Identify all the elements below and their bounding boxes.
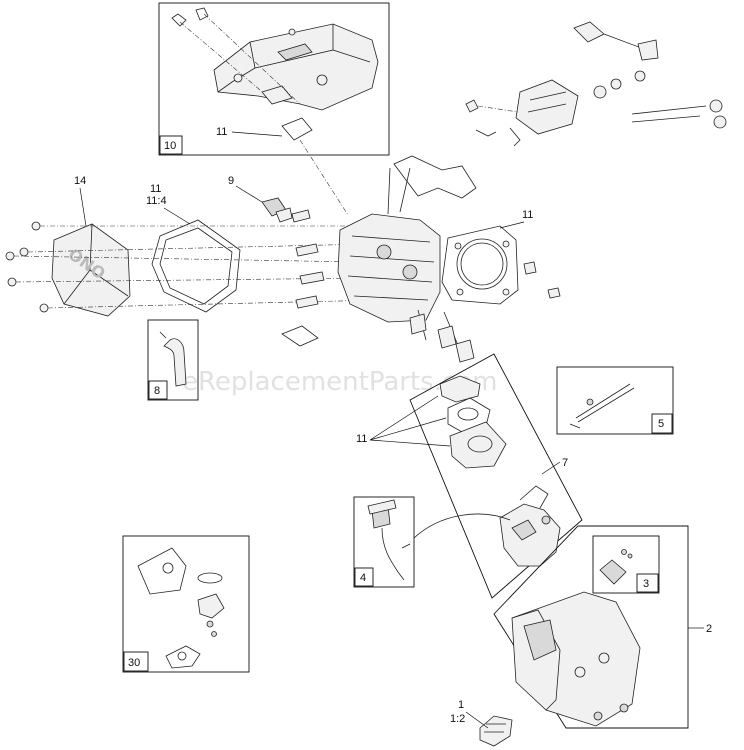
left-cover-gasket[interactable]: 11 11:4 [146, 183, 241, 313]
callout-2: 2 [706, 623, 712, 635]
callout-11-4: 11:4 [146, 195, 167, 207]
spark-plug[interactable]: 9 [228, 175, 293, 223]
box-2-air-cleaner[interactable]: 2 [493, 525, 712, 729]
box-30-label: 30 [128, 657, 140, 669]
air-filter-item[interactable]: 1 1:2 [450, 699, 513, 747]
box-10-valve-cover[interactable]: 10 11 [158, 2, 390, 216]
cylinder-head [281, 167, 475, 363]
box-3-label: 3 [643, 578, 649, 590]
callout-1-2: 1:2 [450, 713, 465, 725]
callout-11-top: 11 [216, 126, 227, 138]
head-gasket[interactable]: 11 [441, 209, 561, 305]
callout-1: 1 [458, 699, 464, 711]
box-5-link-rod[interactable]: 5 [556, 366, 674, 435]
rocker-parts-group [393, 21, 727, 199]
callout-11-left: 11 [150, 183, 161, 195]
callout-14: 14 [74, 175, 86, 187]
callout-7: 7 [562, 457, 568, 469]
carburetor-stack[interactable]: 11 7 [356, 353, 583, 599]
box-3-choke-part[interactable]: 3 [592, 535, 660, 594]
box-10-label: 10 [164, 140, 176, 152]
callout-11-mid: 11 [356, 433, 367, 445]
box-8-breather-tube[interactable]: 8 [147, 319, 199, 401]
callout-11-right: 11 [522, 209, 533, 221]
callout-9: 9 [228, 175, 234, 187]
left-valve-cover[interactable]: ONO 14 [51, 175, 131, 317]
box-4-solenoid[interactable]: 4 [353, 496, 511, 588]
box-8-label: 8 [154, 385, 160, 397]
box-4-label: 4 [360, 572, 366, 584]
box-5-label: 5 [658, 418, 664, 430]
left-cover-bolts [5, 221, 381, 313]
box-30-gasket-kit[interactable]: 30 [122, 535, 250, 673]
